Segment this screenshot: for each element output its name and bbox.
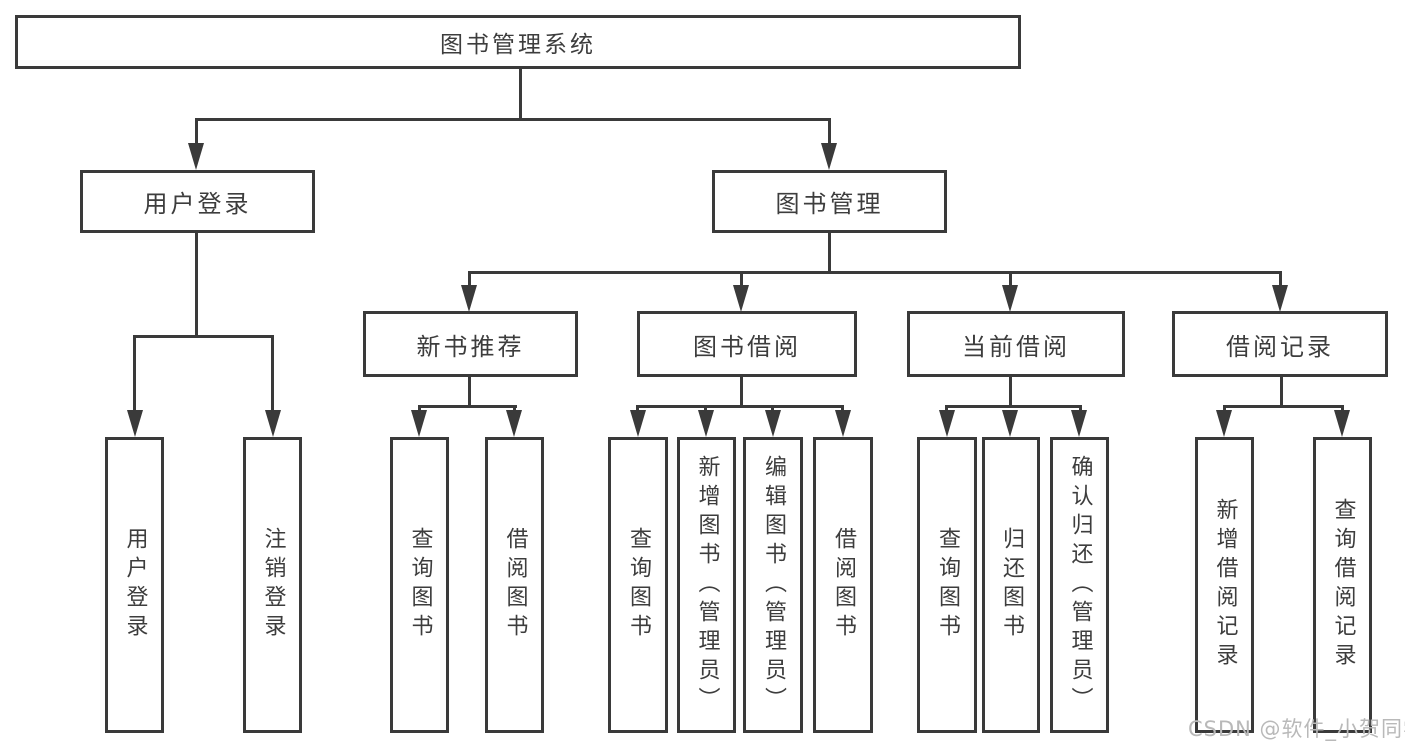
edge-book-mgmt-hbar — [468, 271, 1282, 274]
arrow-down-icon — [461, 285, 477, 312]
leaf-user-login: 用户登录 — [105, 437, 164, 733]
leaf-edit-books-admin: 编辑图书（管理员） — [743, 437, 803, 733]
leaf-borrow-books-recommend: 借阅图书 — [485, 437, 544, 733]
arrow-down-icon — [265, 410, 281, 437]
arrow-down-icon — [821, 143, 837, 170]
leaf-return-books: 归还图书 — [982, 437, 1040, 733]
leaf-query-borrow-record-label: 查询借阅记录 — [1330, 498, 1356, 672]
arrow-down-icon — [1334, 410, 1350, 437]
edge-book-mgmt-stem-2 — [740, 274, 743, 288]
edge-root-stem-right — [828, 121, 831, 146]
arrow-down-icon — [733, 285, 749, 312]
edge-book-mgmt-stem-3 — [1009, 274, 1012, 288]
edge-borrow-records-hbar — [1223, 405, 1344, 408]
arrow-down-icon — [1071, 410, 1087, 437]
arrow-down-icon — [506, 410, 522, 437]
leaf-logout: 注销登录 — [243, 437, 302, 733]
node-borrowing-records: 借阅记录 — [1172, 311, 1388, 377]
node-root-label: 图书管理系统 — [440, 32, 596, 58]
edge-book-mgmt-stem-1 — [468, 274, 471, 288]
node-book-borrowing-label: 图书借阅 — [693, 332, 801, 361]
leaf-borrow-books-label: 借阅图书 — [831, 527, 856, 643]
leaf-add-books-admin: 新增图书（管理员） — [677, 437, 736, 733]
node-current-borrowing: 当前借阅 — [907, 311, 1125, 377]
leaf-query-books-borrowing: 查询图书 — [608, 437, 668, 733]
arrow-down-icon — [765, 410, 781, 437]
arrow-down-icon — [1002, 285, 1018, 312]
leaf-query-borrow-record: 查询借阅记录 — [1313, 437, 1372, 733]
arrow-down-icon — [411, 410, 427, 437]
leaf-user-login-label: 用户登录 — [122, 527, 148, 643]
edge-book-mgmt-drop — [828, 233, 831, 274]
node-borrowing-records-label: 借阅记录 — [1226, 332, 1334, 361]
leaf-confirm-return-admin: 确认归还（管理员） — [1050, 437, 1109, 733]
arrow-down-icon — [835, 410, 851, 437]
node-book-borrowing: 图书借阅 — [637, 311, 857, 377]
edge-current-borrow-hbar — [945, 405, 1082, 408]
node-user-login: 用户登录 — [80, 170, 315, 233]
arrow-down-icon — [127, 410, 143, 437]
leaf-query-books-current-label: 查询图书 — [935, 527, 960, 643]
edge-book-borrow-drop — [740, 377, 743, 408]
edge-book-mgmt-stem-4 — [1279, 274, 1282, 288]
arrow-down-icon — [698, 410, 714, 437]
node-new-book-recommend: 新书推荐 — [363, 311, 578, 377]
leaf-confirm-return-admin-label: 确认归还（管理员） — [1067, 454, 1093, 716]
edge-user-login-hbar — [133, 335, 274, 338]
edge-current-borrow-drop — [1009, 377, 1012, 408]
arrow-down-icon — [1002, 410, 1018, 437]
arrow-down-icon — [939, 410, 955, 437]
leaf-query-books-recommend-label: 查询图书 — [407, 527, 433, 643]
node-book-management: 图书管理 — [712, 170, 947, 233]
leaf-add-books-admin-label: 新增图书（管理员） — [694, 454, 720, 716]
leaf-query-books-recommend: 查询图书 — [390, 437, 449, 733]
node-current-borrowing-label: 当前借阅 — [962, 332, 1070, 361]
edge-user-login-drop — [195, 233, 198, 338]
leaf-logout-label: 注销登录 — [260, 527, 286, 643]
edge-new-book-drop — [468, 377, 471, 408]
watermark: CSDN @软件_小贺同学 — [1188, 717, 1405, 741]
node-root-book-management-system: 图书管理系统 — [15, 15, 1021, 69]
edge-book-borrow-hbar — [636, 405, 844, 408]
edge-root-drop — [519, 69, 522, 121]
leaf-edit-books-admin-label: 编辑图书（管理员） — [761, 454, 786, 716]
edge-user-login-stem-left — [133, 338, 136, 412]
leaf-borrow-books: 借阅图书 — [813, 437, 873, 733]
arrow-down-icon — [1216, 410, 1232, 437]
edge-borrow-records-drop — [1280, 377, 1283, 408]
arrow-down-icon — [188, 143, 204, 170]
node-user-login-label: 用户登录 — [143, 190, 252, 218]
leaf-borrow-books-recommend-label: 借阅图书 — [502, 527, 528, 643]
edge-root-hbar — [195, 118, 831, 121]
node-book-management-label: 图书管理 — [775, 190, 884, 218]
leaf-add-borrow-record-label: 新增借阅记录 — [1212, 498, 1238, 672]
edge-root-stem-left — [195, 121, 198, 146]
edge-new-book-hbar — [418, 405, 517, 408]
leaf-query-books-current: 查询图书 — [917, 437, 977, 733]
node-new-book-recommend-label: 新书推荐 — [416, 332, 525, 361]
edge-user-login-stem-right — [271, 338, 274, 412]
leaf-query-books-borrowing-label: 查询图书 — [626, 527, 651, 643]
arrow-down-icon — [1272, 285, 1288, 312]
leaf-add-borrow-record: 新增借阅记录 — [1195, 437, 1254, 733]
arrow-down-icon — [630, 410, 646, 437]
leaf-return-books-label: 归还图书 — [999, 527, 1024, 643]
